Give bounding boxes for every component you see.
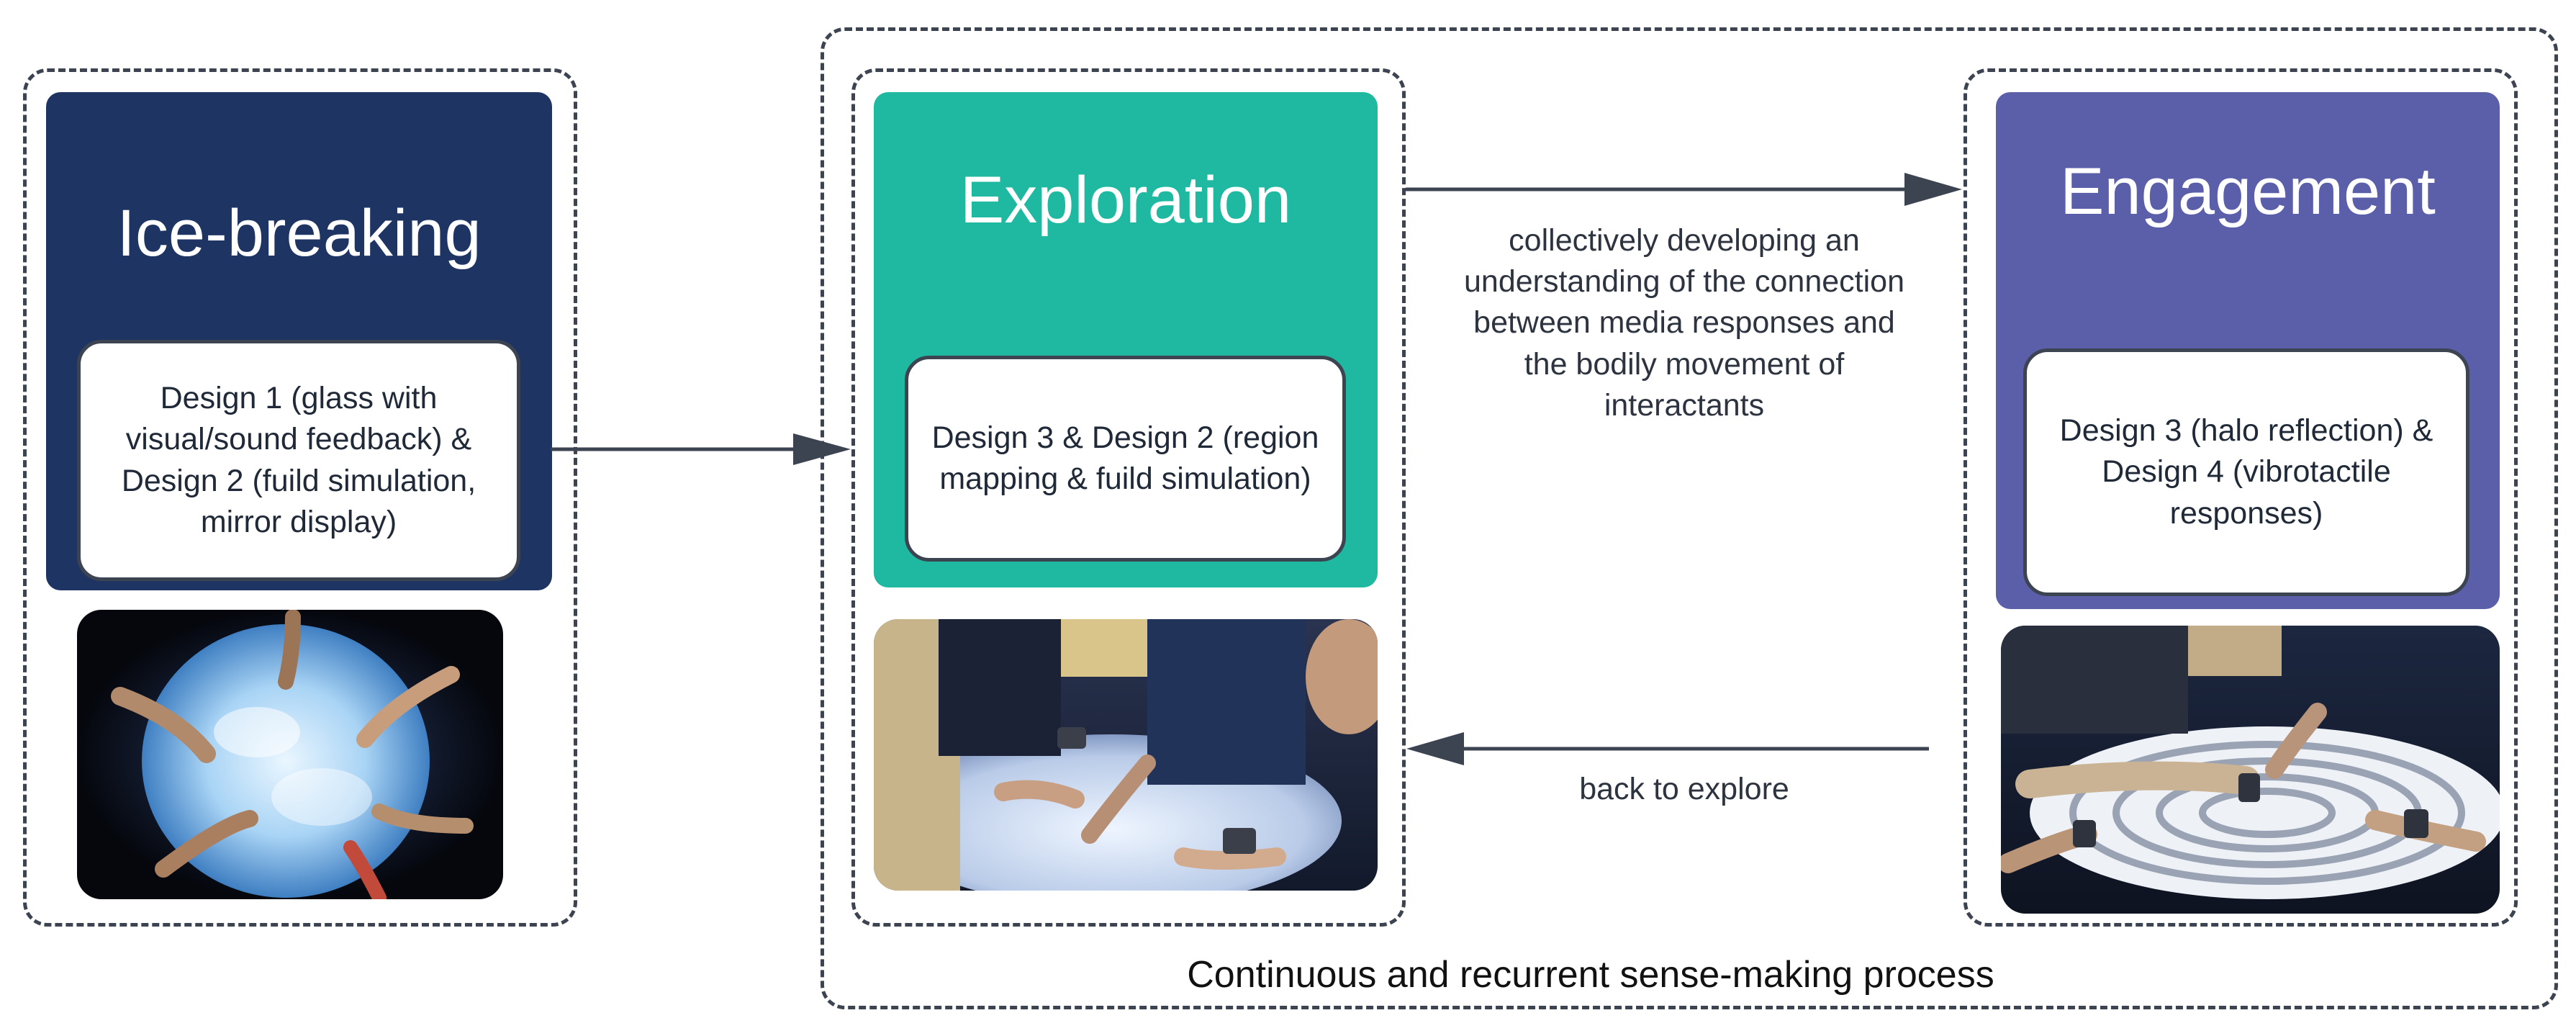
engagement-photo [2001, 626, 2500, 914]
process-label: Continuous and recurrent sense-making pr… [1187, 954, 1994, 996]
exploration-to-engagement-arrow [1406, 173, 1962, 206]
engagement-back-to-exploration-arrow [1406, 732, 1929, 765]
icebreaking-to-exploration-arrow [551, 433, 851, 465]
icebreaking-design-text: Design 1 (glass with visual/sound feedba… [121, 381, 476, 539]
icebreaking-design-card: Design 1 (glass with visual/sound feedba… [77, 340, 520, 581]
back-arrow-label: back to explore [1579, 772, 1789, 806]
exploration-frame [851, 68, 1406, 927]
icebreaking-frame [23, 68, 577, 927]
engagement-frame [1963, 68, 2518, 927]
engagement-title: Engagement [2060, 155, 2436, 228]
exploration-design-card: Design 3 & Design 2 (region mapping & fu… [905, 356, 1346, 562]
forward-arrow-label: collectively developing an understanding… [1463, 223, 1904, 423]
engagement-design-card: Design 3 (halo reflection) & Design 4 (v… [2023, 348, 2469, 596]
exploration-photo [874, 619, 1378, 891]
icebreaking-photo [77, 610, 503, 899]
process-frame [821, 27, 2558, 1009]
exploration-title: Exploration [959, 163, 1292, 237]
exploration-design-text: Design 3 & Design 2 (region mapping & fu… [931, 420, 1319, 496]
icebreaking-title: Ice-breaking [117, 197, 482, 270]
engagement-design-text: Design 3 (halo reflection) & Design 4 (v… [2059, 413, 2433, 531]
